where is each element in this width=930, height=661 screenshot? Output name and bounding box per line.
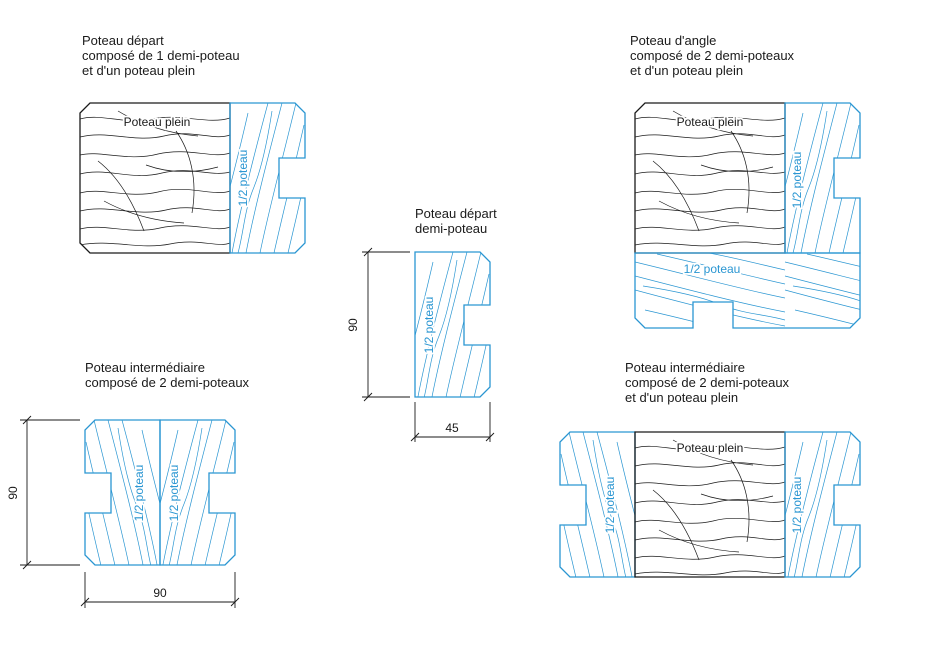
half-post-label: 1/2 poteau	[790, 477, 804, 534]
diagram-corner-post: Poteau d'angle composé de 2 demi-poteaux…	[630, 33, 861, 329]
half-post-grain	[415, 252, 490, 397]
half-post-label: 1/2 poteau	[236, 150, 250, 207]
diagram-intermediate-post-two-halves: Poteau intermédiaire composé de 2 demi-p…	[6, 360, 250, 608]
full-post-label: Poteau plein	[677, 115, 744, 129]
half-post-grain	[85, 420, 160, 565]
dimension-value: 90	[153, 586, 167, 600]
diagram-title-line: composé de 2 demi-poteaux	[85, 375, 250, 390]
half-post-outline	[559, 431, 636, 578]
diagram-title-line: Poteau départ	[82, 33, 164, 48]
half-post-grain	[160, 420, 235, 565]
diagram-title-line: et d'un poteau plein	[82, 63, 195, 78]
dimension-height: 90	[346, 247, 410, 402]
half-post-label: 1/2 poteau	[603, 477, 617, 534]
full-post-grain	[635, 110, 785, 247]
dimension-value: 90	[6, 486, 20, 500]
half-post-label: 1/2 poteau	[167, 465, 181, 522]
diagram-title-line: composé de 2 demi-poteaux	[625, 375, 790, 390]
diagram-title-line: et d'un poteau plein	[625, 390, 738, 405]
full-post-label: Poteau plein	[677, 441, 744, 455]
full-post-grain	[635, 439, 785, 576]
dimension-value: 90	[346, 318, 360, 332]
diagram-title-line: demi-poteau	[415, 221, 487, 236]
full-post-label: Poteau plein	[124, 115, 191, 129]
diagram-title-line: composé de 1 demi-poteau	[82, 48, 240, 63]
diagram-start-post-composed: Poteau départ composé de 1 demi-poteau e…	[79, 33, 306, 254]
diagram-title-line: et d'un poteau plein	[630, 63, 743, 78]
half-post-outline	[84, 419, 161, 566]
dimension-value: 45	[445, 421, 459, 435]
full-post-grain	[80, 110, 230, 247]
half-post-label: 1/2 poteau	[684, 262, 741, 276]
diagram-title-line: Poteau d'angle	[630, 33, 716, 48]
diagram-start-half-post: Poteau départ demi-poteau 1/2 poteau 90 …	[346, 206, 497, 442]
diagram-title-line: Poteau intermédiaire	[85, 360, 205, 375]
half-post-label: 1/2 poteau	[132, 465, 146, 522]
dimension-width: 45	[410, 402, 495, 442]
dimension-height: 90	[6, 415, 80, 570]
half-post-grain	[785, 432, 860, 577]
diagram-title-line: Poteau intermédiaire	[625, 360, 745, 375]
dimension-width: 90	[80, 572, 240, 608]
half-post-label: 1/2 poteau	[790, 152, 804, 209]
half-post-grain	[635, 253, 860, 328]
diagram-title-line: composé de 2 demi-poteaux	[630, 48, 795, 63]
half-post-label: 1/2 poteau	[422, 297, 436, 354]
diagram-intermediate-post-composed: Poteau intermédiaire composé de 2 demi-p…	[559, 360, 861, 578]
diagram-title-line: Poteau départ	[415, 206, 497, 221]
half-post-grain	[230, 103, 305, 253]
half-post-grain	[785, 103, 860, 253]
